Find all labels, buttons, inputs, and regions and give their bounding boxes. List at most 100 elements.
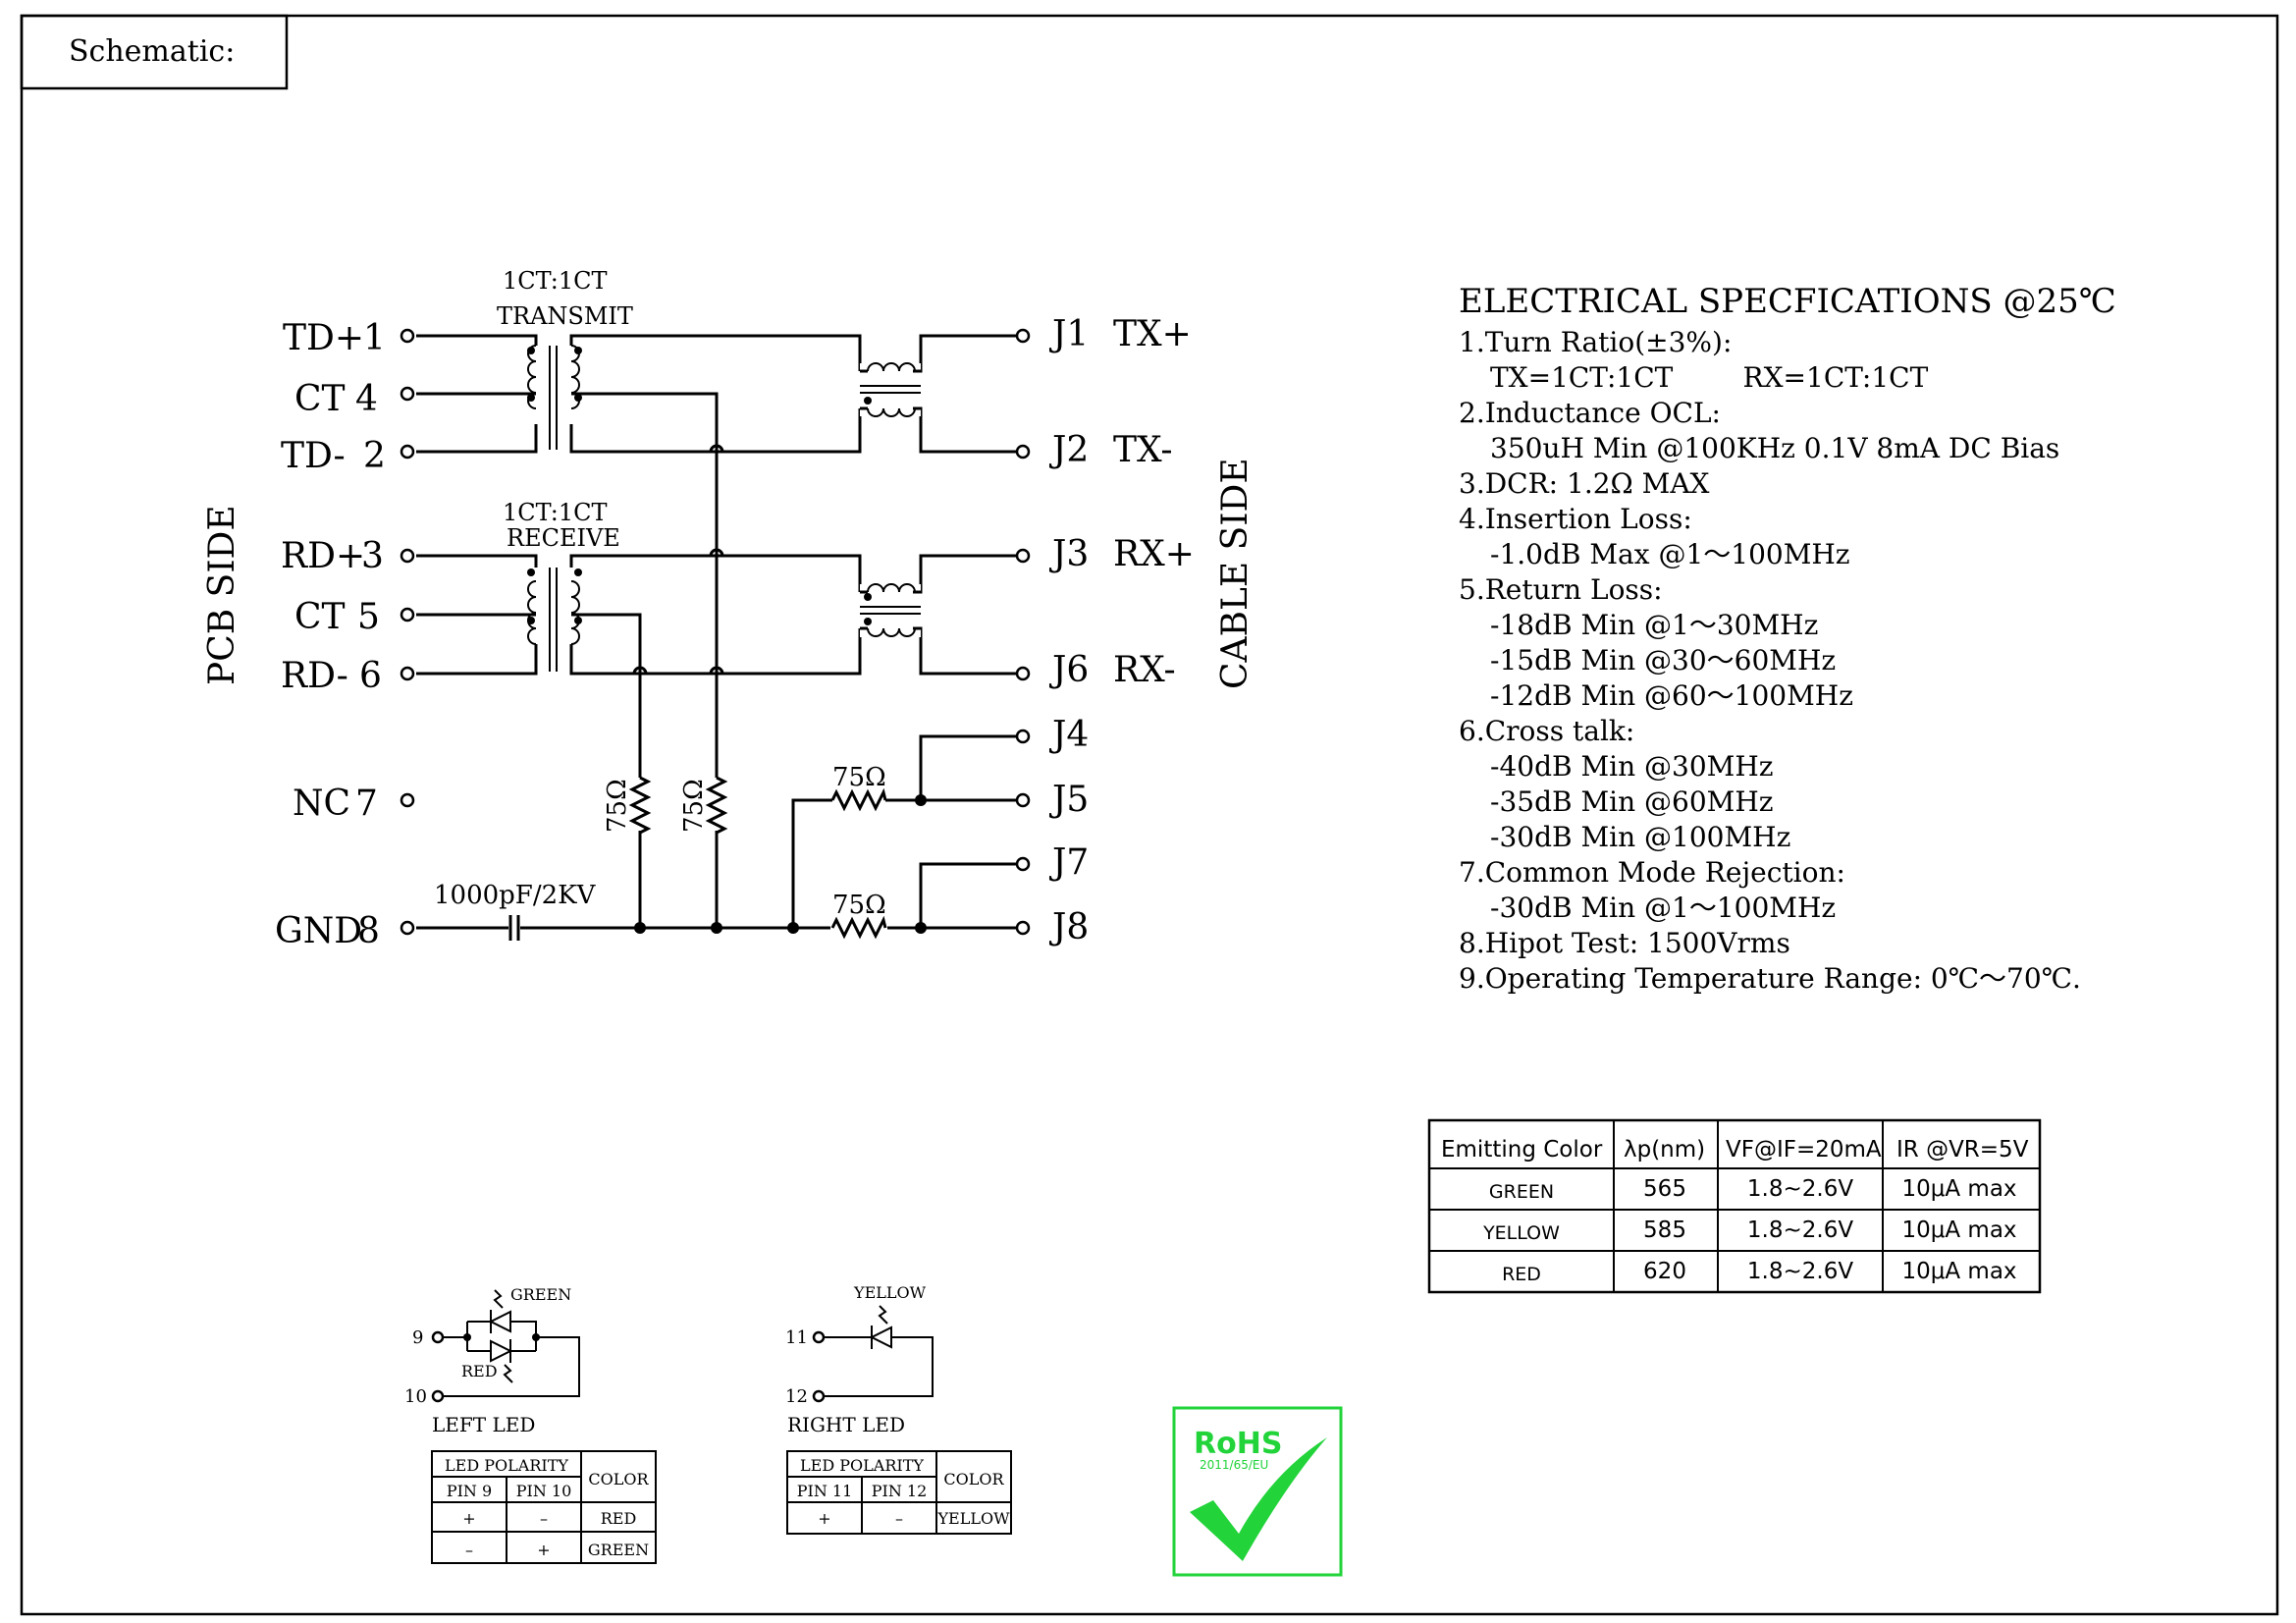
pin-name: TD+ <box>283 318 364 358</box>
pin-number: 5 <box>357 597 380 637</box>
pin-number: 3 <box>361 536 384 576</box>
jack-pin: J6 <box>1048 650 1089 690</box>
pin-number: 7 <box>355 784 378 824</box>
resistor-ct-tx: 75Ω <box>679 776 728 835</box>
pcb-pin-terminals <box>400 328 415 936</box>
pcb-pin-labels: TD+ 1 CT 4 TD- 2 RD+ 3 CT 5 RD- 6 NC 7 G… <box>275 318 386 951</box>
pin-name: TD- <box>281 436 346 476</box>
spec-line: -35dB Min @60MHz <box>1490 785 1774 818</box>
table-header: PIN 12 <box>872 1482 928 1500</box>
transmit-label: TRANSMIT <box>497 302 633 330</box>
pin-name: GND <box>275 911 362 951</box>
tx-transformer-core <box>527 345 582 450</box>
table-cell: RED <box>601 1509 637 1528</box>
jack-pin: J2 <box>1048 430 1089 470</box>
rohs-subtitle: 2011/65/EU <box>1200 1458 1268 1472</box>
right-led-schematic: 11 12 YELLOW RIGHT LED <box>785 1283 934 1436</box>
pin-number: 12 <box>785 1386 808 1407</box>
table-header: COLOR <box>588 1470 649 1488</box>
jack-pin: J7 <box>1048 842 1089 883</box>
circuit-wiring <box>416 334 1017 930</box>
jack-signal: RX- <box>1113 650 1176 690</box>
table-cell: YELLOW <box>1482 1222 1560 1244</box>
resistor-value: 75Ω <box>679 779 709 833</box>
table-cell: + <box>818 1509 830 1528</box>
table-cell: 10μA max <box>1901 1217 2016 1243</box>
page-title: Schematic: <box>69 34 235 69</box>
table-header: LED POLARITY <box>445 1456 568 1475</box>
spec-line: 350uH Min @100KHz 0.1V 8mA DC Bias <box>1490 432 2059 464</box>
spec-line: TX=1CT:1CT RX=1CT:1CT <box>1490 361 1929 394</box>
table-cell: 585 <box>1643 1217 1686 1243</box>
spec-line: 9.Operating Temperature Range: 0℃～70℃. <box>1459 962 2081 995</box>
checkmark-icon <box>1190 1437 1327 1561</box>
junction-dots <box>634 794 927 934</box>
left-led-polarity-table: LED POLARITY PIN 9 PIN 10 COLOR + – RED … <box>431 1450 657 1564</box>
left-led-schematic: 9 10 GREEN RED LEFT LED <box>404 1285 580 1436</box>
jack-pin: J1 <box>1048 314 1089 354</box>
table-header: Emitting Color <box>1441 1137 1603 1163</box>
spec-line: -1.0dB Max @1～100MHz <box>1490 538 1850 570</box>
table-header: VF@IF=20mA <box>1726 1137 1882 1163</box>
spec-line: 6.Cross talk: <box>1459 715 1634 747</box>
table-header: PIN 9 <box>447 1482 492 1500</box>
jack-pin: J3 <box>1048 534 1089 574</box>
table-cell: GREEN <box>588 1541 649 1559</box>
capacitor-1000pf: 1000pF/2KV <box>434 881 597 941</box>
rx-ratio-label: 1CT:1CT <box>503 499 608 526</box>
table-header: PIN 11 <box>797 1482 853 1500</box>
resistor-ct-rx: 75Ω <box>603 776 652 835</box>
pin-number: 4 <box>355 379 378 419</box>
tx-common-mode-choke <box>860 362 921 417</box>
pin-number: 8 <box>357 911 380 951</box>
spec-line: 8.Hipot Test: 1500Vrms <box>1459 927 1790 959</box>
pin-name: CT <box>294 597 346 637</box>
pin-number: 6 <box>359 656 382 696</box>
pcb-side-label: PCB SIDE <box>202 505 242 685</box>
table-cell: YELLOW <box>936 1509 1010 1528</box>
resistor-j45: 75Ω <box>830 763 887 812</box>
table-header: LED POLARITY <box>800 1456 924 1475</box>
jack-pin: J8 <box>1048 907 1089 947</box>
table-cell: GREEN <box>1489 1181 1554 1203</box>
table-cell: RED <box>1502 1264 1541 1285</box>
led-color-label: RED <box>461 1362 498 1380</box>
right-led-polarity-table: LED POLARITY PIN 11 PIN 12 COLOR + – YEL… <box>786 1450 1012 1535</box>
table-cell: 1.8~2.6V <box>1747 1217 1853 1243</box>
table-header: λp(nm) <box>1624 1137 1705 1163</box>
spec-line: -18dB Min @1～30MHz <box>1490 609 1818 641</box>
spec-line: 3.DCR: 1.2Ω MAX <box>1459 467 1710 500</box>
spec-line: 2.Inductance OCL: <box>1459 397 1721 429</box>
table-cell: 10μA max <box>1901 1259 2016 1284</box>
table-cell: 10μA max <box>1901 1176 2016 1202</box>
pin-number: 2 <box>363 436 386 476</box>
page-frame <box>20 14 2279 1616</box>
led-caption: RIGHT LED <box>787 1413 905 1436</box>
spec-line: 1.Turn Ratio(±3%): <box>1459 326 1732 358</box>
rx-transformer-core <box>527 568 582 672</box>
table-cell: 1.8~2.6V <box>1747 1176 1853 1202</box>
table-header: IR @VR=5V <box>1896 1137 2029 1163</box>
led-characteristics-table: Emitting Color λp(nm) VF@IF=20mA IR @VR=… <box>1427 1118 2042 1294</box>
cable-pin-terminals <box>1015 328 1031 936</box>
table-cell: + <box>462 1509 475 1528</box>
jack-signal: TX+ <box>1113 314 1192 354</box>
capacitor-value: 1000pF/2KV <box>434 881 597 910</box>
pin-name: RD+ <box>281 536 365 576</box>
spec-line: -30dB Min @1～100MHz <box>1490 892 1836 924</box>
jack-pin: J4 <box>1048 715 1089 755</box>
table-cell: 565 <box>1643 1176 1686 1202</box>
electrical-specifications: ELECTRICAL SPECFICATIONS @25℃ 1.Turn Rat… <box>1459 282 2116 995</box>
pin-number: 11 <box>785 1327 808 1348</box>
spec-line: 4.Insertion Loss: <box>1459 503 1692 535</box>
pin-number: 9 <box>412 1327 423 1348</box>
resistor-value: 75Ω <box>603 779 632 833</box>
spec-line: -40dB Min @30MHz <box>1490 750 1774 783</box>
led-color-label: GREEN <box>510 1285 571 1304</box>
spec-heading: ELECTRICAL SPECFICATIONS @25℃ <box>1459 282 2116 321</box>
table-header: COLOR <box>943 1470 1004 1488</box>
rohs-title: RoHS <box>1194 1427 1282 1461</box>
spec-line: -30dB Min @100MHz <box>1490 821 1790 853</box>
resistor-value: 75Ω <box>832 763 886 792</box>
